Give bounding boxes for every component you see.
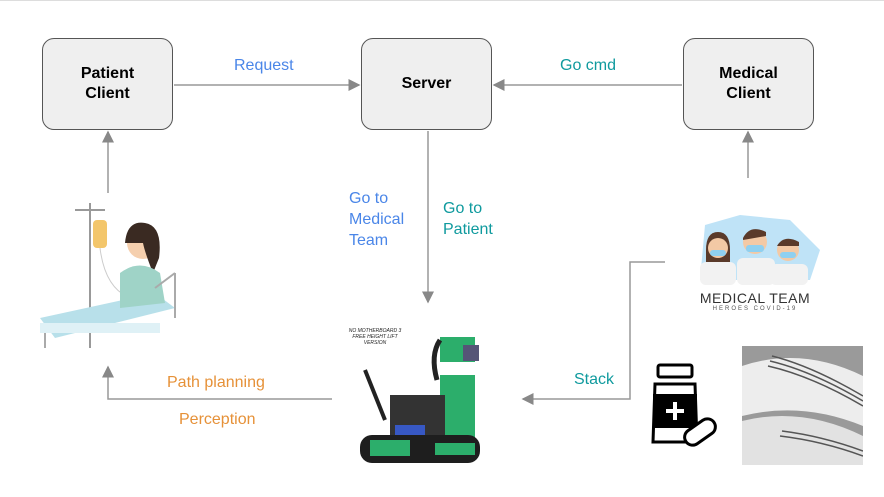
robot-illustration [360, 337, 480, 463]
towels-image [742, 346, 863, 465]
arrow-stack [521, 261, 665, 405]
top-divider [0, 0, 884, 1]
label-perception: Perception [179, 411, 256, 428]
doctors-illustration [700, 215, 820, 285]
label-go-cmd: Go cmd [560, 57, 617, 74]
medical-team-subtitle: HEROES COVID-19 [712, 306, 798, 312]
medical-team-image: MEDICAL TEAM HEROES COVID-19 [680, 210, 830, 315]
label-go-to-medical-team: Go to Medical Team [349, 190, 405, 249]
server-node: Server [361, 38, 492, 130]
label-stack: Stack [574, 371, 615, 388]
label-path-planning: Path planning [167, 374, 265, 391]
patient-in-bed-image [40, 203, 176, 348]
arrow-path [102, 365, 332, 400]
label-request: Request [234, 57, 294, 74]
robot-image: NO MOTHERBOARD 3 FREE HEIGHT LIFT VERSIO… [345, 325, 495, 475]
robot-caption: NO MOTHERBOARD 3 FREE HEIGHT LIFT VERSIO… [348, 328, 402, 346]
medical-client-node: Medical Client [683, 38, 814, 130]
medicine-icon [651, 363, 717, 447]
medical-team-title: MEDICAL TEAM [699, 290, 811, 306]
label-go-to-patient: Go to Patient [443, 200, 493, 238]
patient-client-node: Patient Client [42, 38, 173, 130]
